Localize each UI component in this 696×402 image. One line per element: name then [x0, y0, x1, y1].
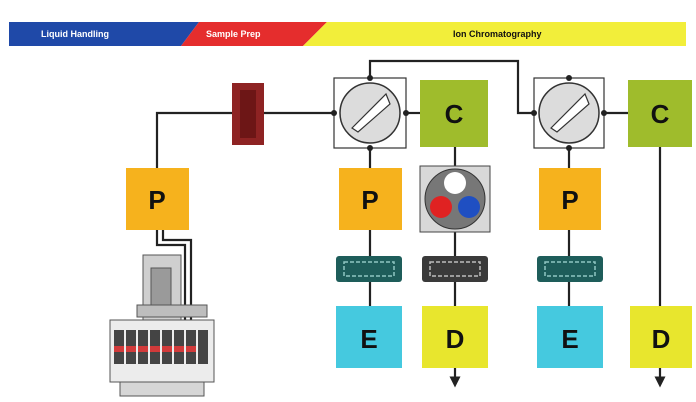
flow-lines	[155, 59, 666, 388]
liquid-handler-tube-caps	[114, 346, 196, 352]
column-2-label: C	[651, 99, 670, 129]
detector-2: D	[630, 306, 692, 368]
injection-valve-2	[533, 77, 605, 149]
sample-changer	[419, 165, 491, 233]
detector-1: D	[422, 306, 488, 368]
injection-valve-1	[333, 77, 407, 149]
pump-1: P	[126, 168, 189, 230]
stage-label-liquid-handling: Liquid Handling	[41, 29, 109, 39]
stage-label-sample-prep: Sample Prep	[206, 29, 261, 39]
pump-1-label: P	[148, 185, 165, 215]
eluent-1: E	[336, 306, 402, 368]
suppressor-2	[422, 256, 488, 282]
column-1-label: C	[445, 99, 464, 129]
line-pump1-filter-valve1	[155, 111, 232, 168]
line-valve1-valve2-loop	[368, 59, 534, 115]
detector-1-label: D	[446, 324, 465, 354]
eluent-2-label: E	[561, 324, 578, 354]
pump-3-label: P	[561, 185, 578, 215]
stage-sample-prep-band	[181, 22, 327, 46]
liquid-handler	[109, 254, 215, 397]
pump-2: P	[339, 168, 402, 230]
stage-ion-chromatography-band	[303, 22, 686, 46]
vial-red	[430, 196, 452, 218]
inline-filter	[232, 83, 264, 145]
column-1: C	[420, 80, 488, 147]
stage-label-ion-chromatography: Ion Chromatography	[453, 29, 542, 39]
stage-banner-shapes	[9, 22, 686, 46]
vial-white	[444, 172, 466, 194]
detector-2-label: D	[652, 324, 671, 354]
column-2: C	[628, 80, 692, 147]
pump-2-label: P	[361, 185, 378, 215]
line-pump1-handler-a	[155, 230, 187, 330]
pump-3: P	[539, 168, 601, 230]
suppressor-3	[537, 256, 603, 282]
workflow-stage-banner: Liquid Handling Sample Prep Ion Chromato…	[9, 22, 686, 46]
valve-port-dots	[331, 75, 607, 151]
suppressor-1	[336, 256, 402, 282]
eluent-1-label: E	[360, 324, 377, 354]
eluent-2: E	[537, 306, 603, 368]
vial-blue	[458, 196, 480, 218]
stage-liquid-handling-band	[9, 22, 199, 46]
line-pump1-handler-b	[161, 230, 193, 330]
